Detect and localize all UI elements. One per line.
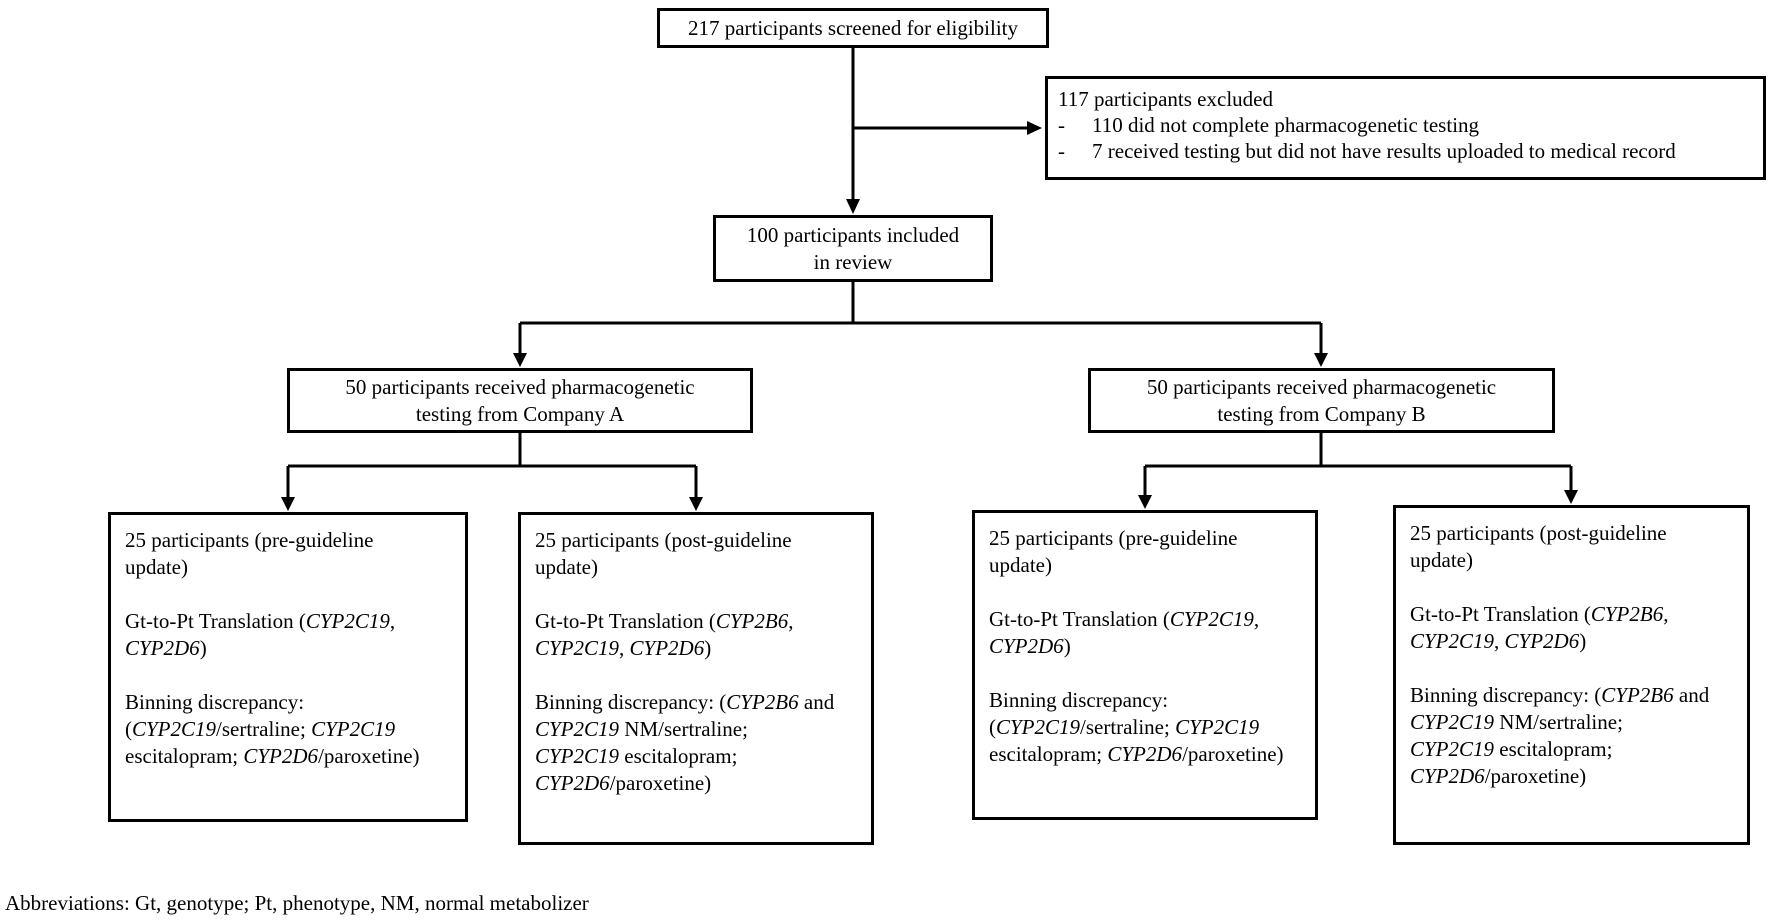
included-box-line-2: in review (813, 249, 893, 274)
excluded-box-title: 117 participants excluded (1058, 87, 1273, 111)
arrow-down-icon (1314, 353, 1328, 367)
company-a-box-line-1: 50 participants received pharmacogenetic (345, 374, 695, 399)
arrow-down-icon (846, 199, 860, 214)
bullet-dash: - (1058, 139, 1065, 163)
company-b-box: 50 participants received pharmacogenetic… (1088, 368, 1555, 433)
arrow-down-icon (513, 353, 527, 367)
bullet-dash: - (1058, 113, 1065, 137)
arrow-down-icon (281, 497, 295, 511)
excluded-bullet-1: - 110 did not complete pharmacogenetic t… (1058, 112, 1753, 138)
excluded-box: 117 participants excluded - 110 did not … (1045, 76, 1766, 180)
arrow-down-icon (1564, 490, 1578, 504)
arrow-down-icon (689, 497, 703, 511)
connector-included-to-split (520, 282, 1321, 325)
excluded-bullet-1-text: 110 did not complete pharmacogenetic tes… (1092, 113, 1480, 137)
excluded-bullet-2: - 7 received testing but did not have re… (1058, 138, 1753, 164)
screened-box: 217 participants screened for eligibilit… (657, 8, 1049, 48)
connector-company-a-split (288, 433, 696, 468)
company-a-box-line-2: testing from Company A (415, 401, 625, 426)
company-a-box: 50 participants received pharmacogenetic… (287, 368, 753, 433)
excluded-bullet-2-text: 7 received testing but did not have resu… (1092, 139, 1676, 163)
arrow-down-icon (1138, 495, 1152, 509)
included-box-line-1: 100 participants included (746, 222, 960, 247)
abbreviations-footnote: Abbreviations: Gt, genotype; Pt, phenoty… (5, 891, 589, 915)
arrow-right-icon (1027, 121, 1042, 135)
connector-company-b-split (1145, 433, 1571, 468)
screened-box-text: 217 participants screened for eligibilit… (687, 15, 1019, 40)
company-b-box-line-2: testing from Company B (1217, 401, 1426, 426)
company-b-box-line-1: 50 participants received pharmacogenetic (1146, 374, 1497, 399)
included-box: 100 participants included in review (713, 215, 993, 282)
